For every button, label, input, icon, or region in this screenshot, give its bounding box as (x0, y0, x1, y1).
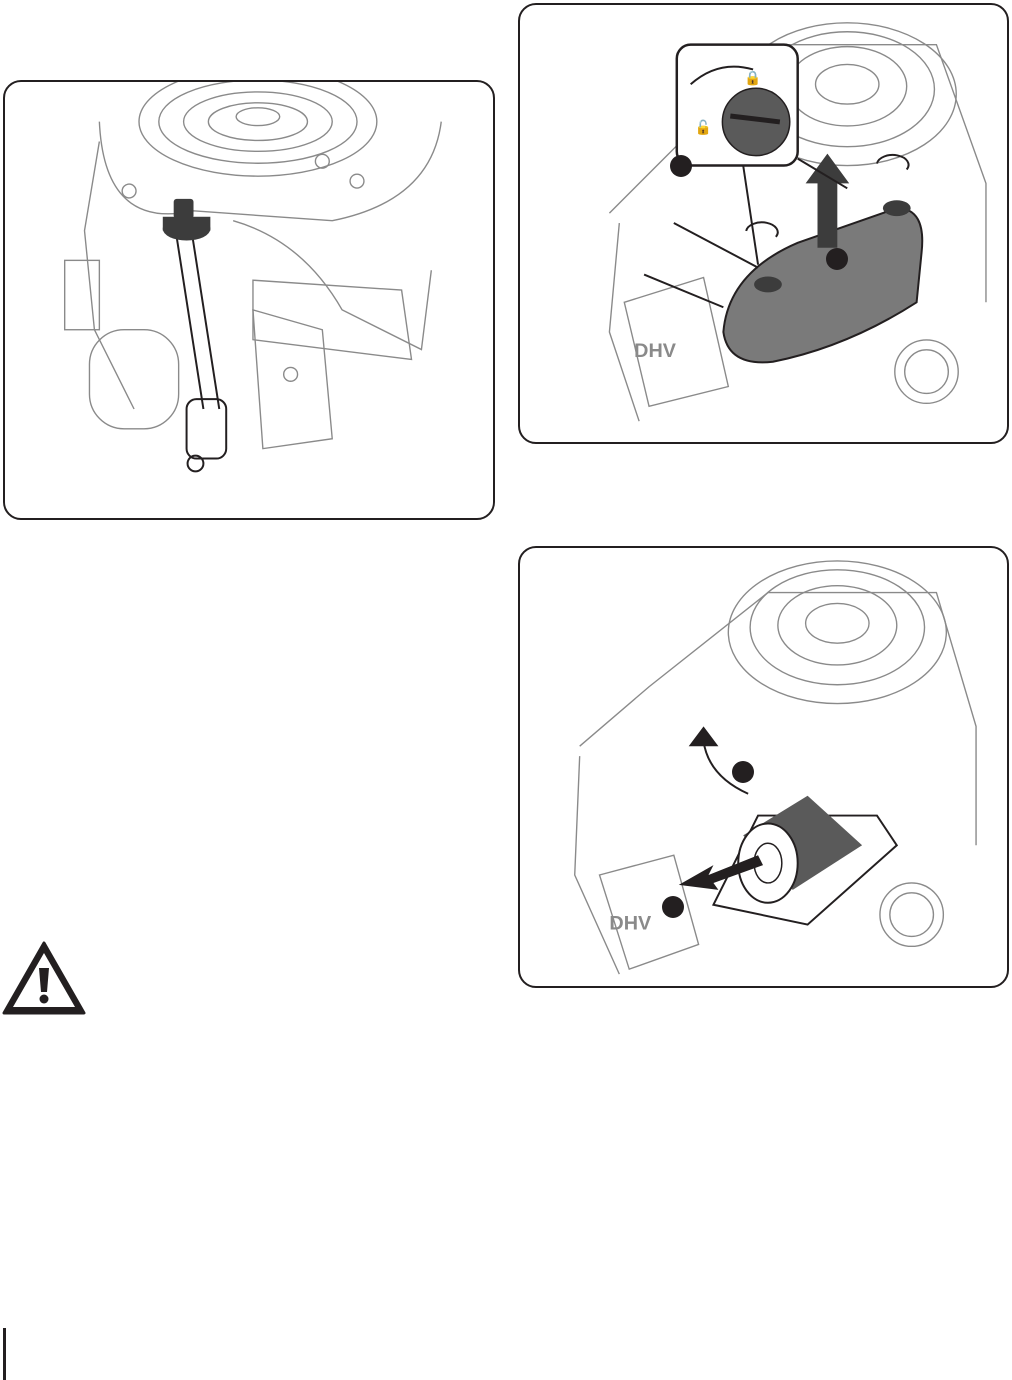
figure-filter-removal: DHV (518, 546, 1009, 988)
lock-icon: 🔒 (744, 69, 761, 86)
engine-badge-text: DHV (634, 340, 677, 362)
figure-air-cover-removal: DHV 🔒 🔓 (518, 3, 1009, 444)
callout-marker-2 (826, 248, 848, 270)
callout-marker-4 (662, 896, 684, 918)
warning-triangle-icon (2, 940, 86, 1016)
dipstick-engine-illustration (5, 82, 493, 518)
callout-marker-1 (670, 155, 692, 177)
page-margin-bar (3, 1328, 6, 1380)
callout-marker-3 (732, 761, 754, 783)
figure-dipstick (3, 80, 495, 520)
engine-badge-text: DHV (609, 913, 652, 935)
air-filter-cartridge-removal-illustration: DHV (520, 548, 1007, 986)
air-filter-cover-removal-illustration: DHV 🔒 🔓 (520, 5, 1007, 442)
unlock-icon: 🔓 (695, 119, 712, 136)
